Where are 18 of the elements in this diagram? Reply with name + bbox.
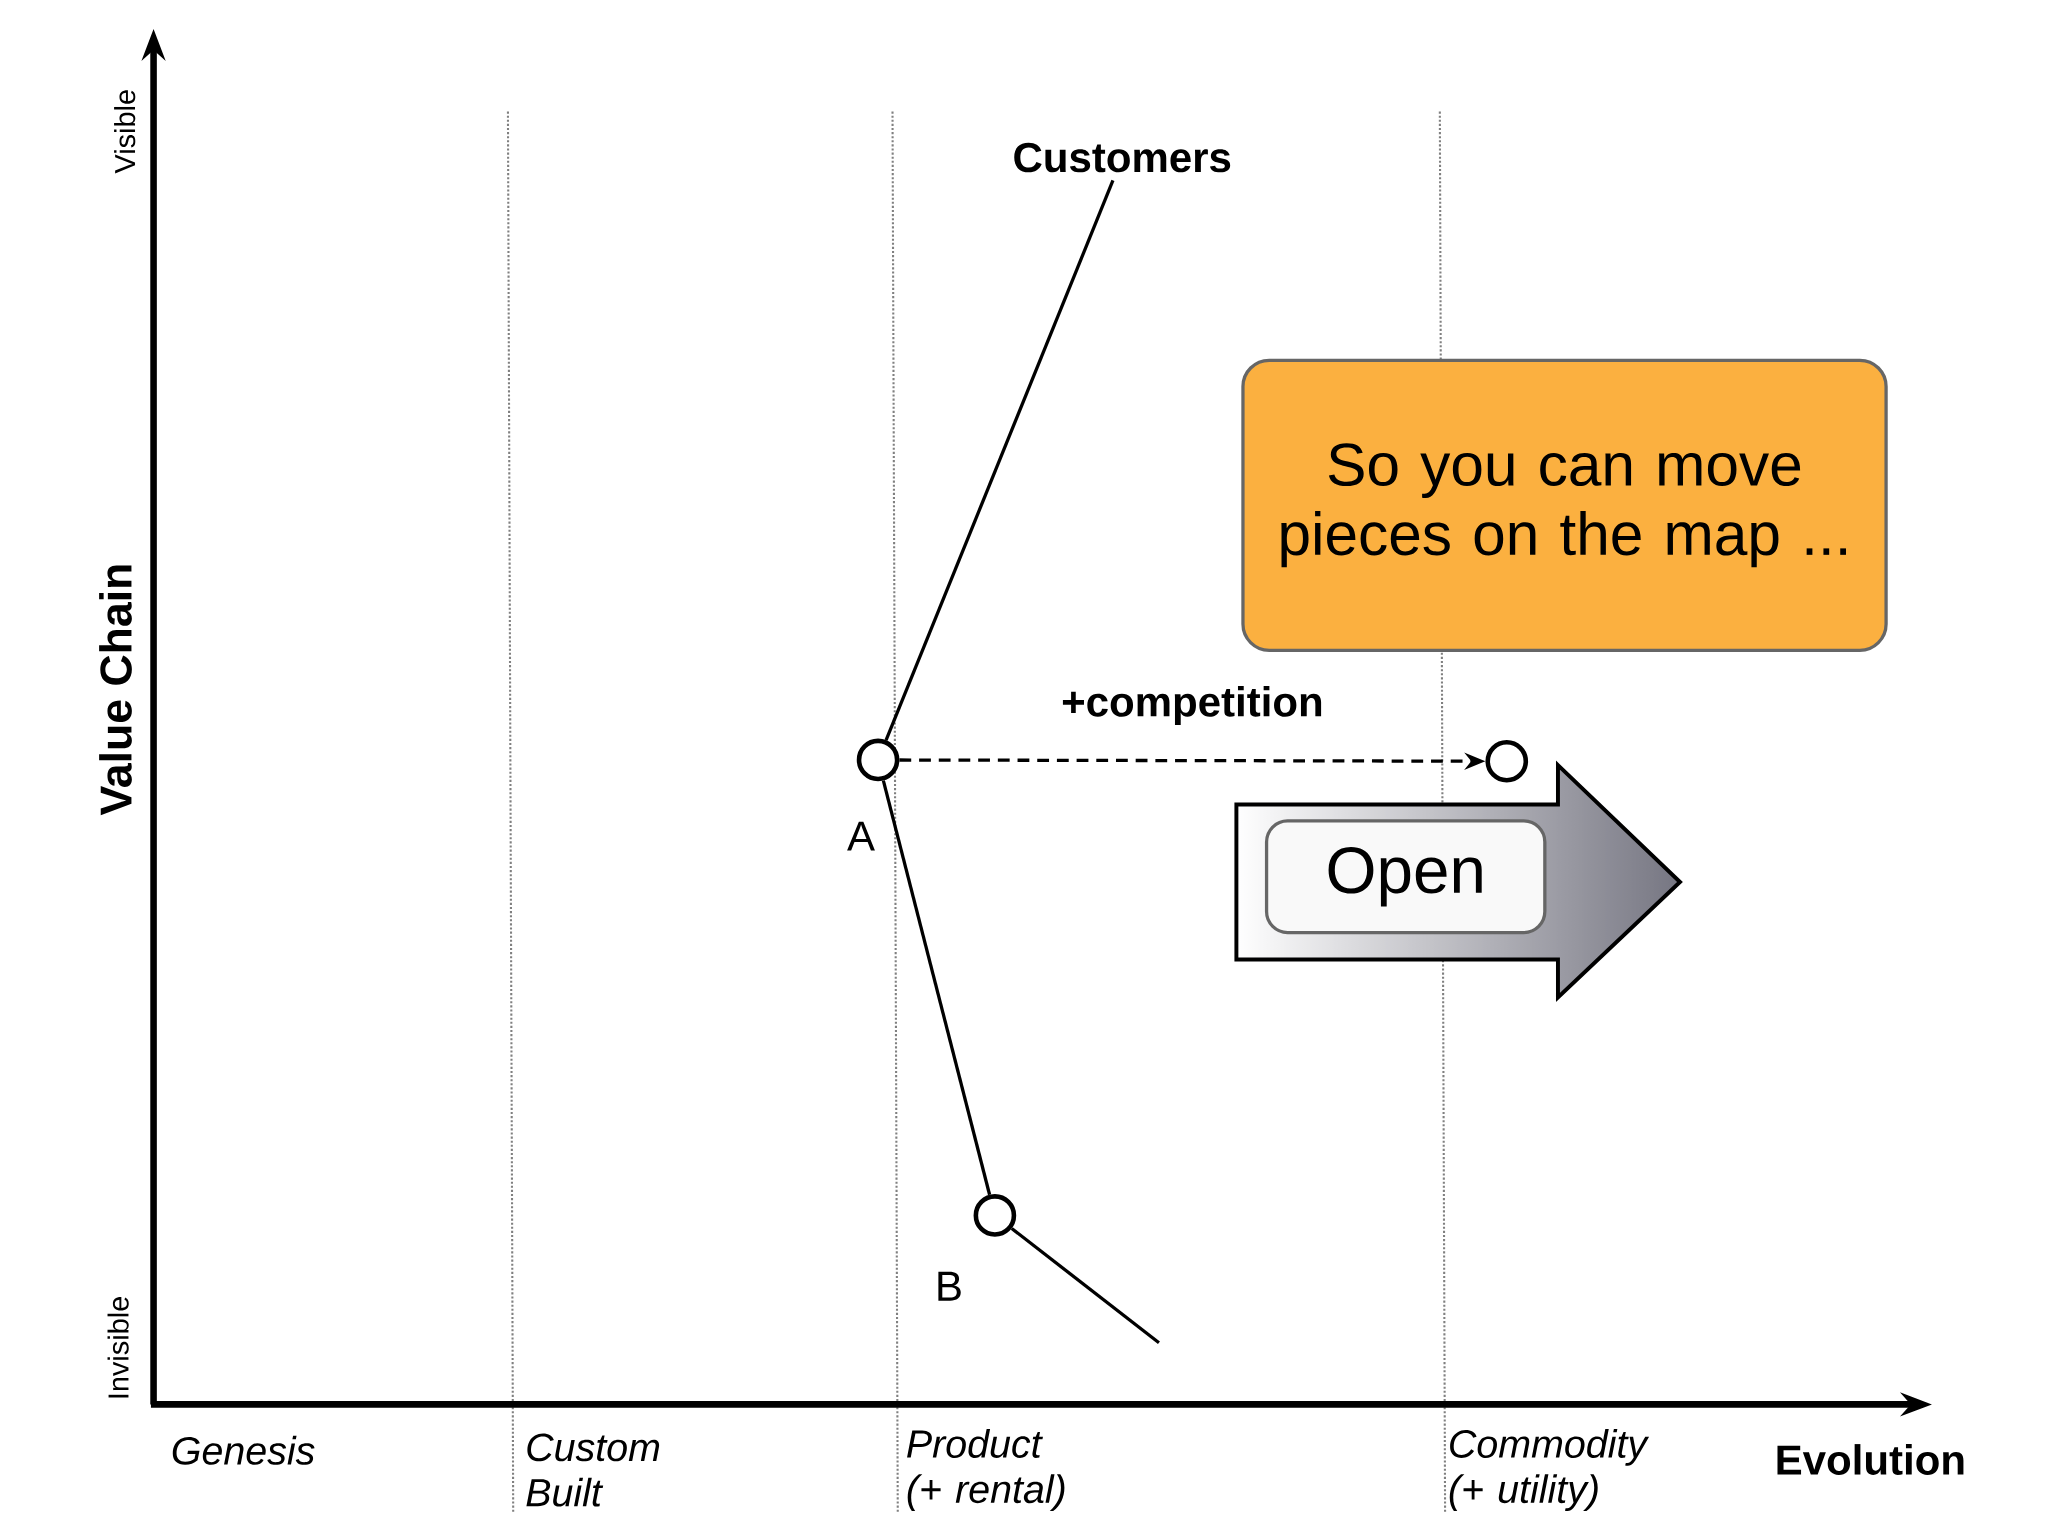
connector-line (884, 180, 1115, 741)
label-box: Open (1264, 819, 1547, 935)
axis-label: Invisible (107, 1297, 129, 1398)
edge-label: +competition (1058, 683, 1327, 728)
point-label: B (938, 1272, 961, 1301)
connector-line (881, 780, 992, 1196)
axis-label: Product (+ rental) (907, 1429, 1065, 1512)
axis-label: Genesis (172, 1436, 315, 1465)
axis-label: Custom Built (526, 1433, 660, 1507)
component-circle (1485, 740, 1529, 783)
axis-label: Evolution (1777, 1444, 1964, 1476)
axis-label: Visible (114, 90, 136, 174)
connector-line (1010, 1227, 1160, 1345)
callout-box: So you can move pieces on the map ... (1241, 358, 1888, 653)
node-label: Customers (1014, 142, 1231, 173)
point-label: A (847, 821, 875, 851)
axis-label: Value Chain (99, 565, 132, 816)
axis-label: Commodity (+ utility) (1449, 1429, 1650, 1512)
